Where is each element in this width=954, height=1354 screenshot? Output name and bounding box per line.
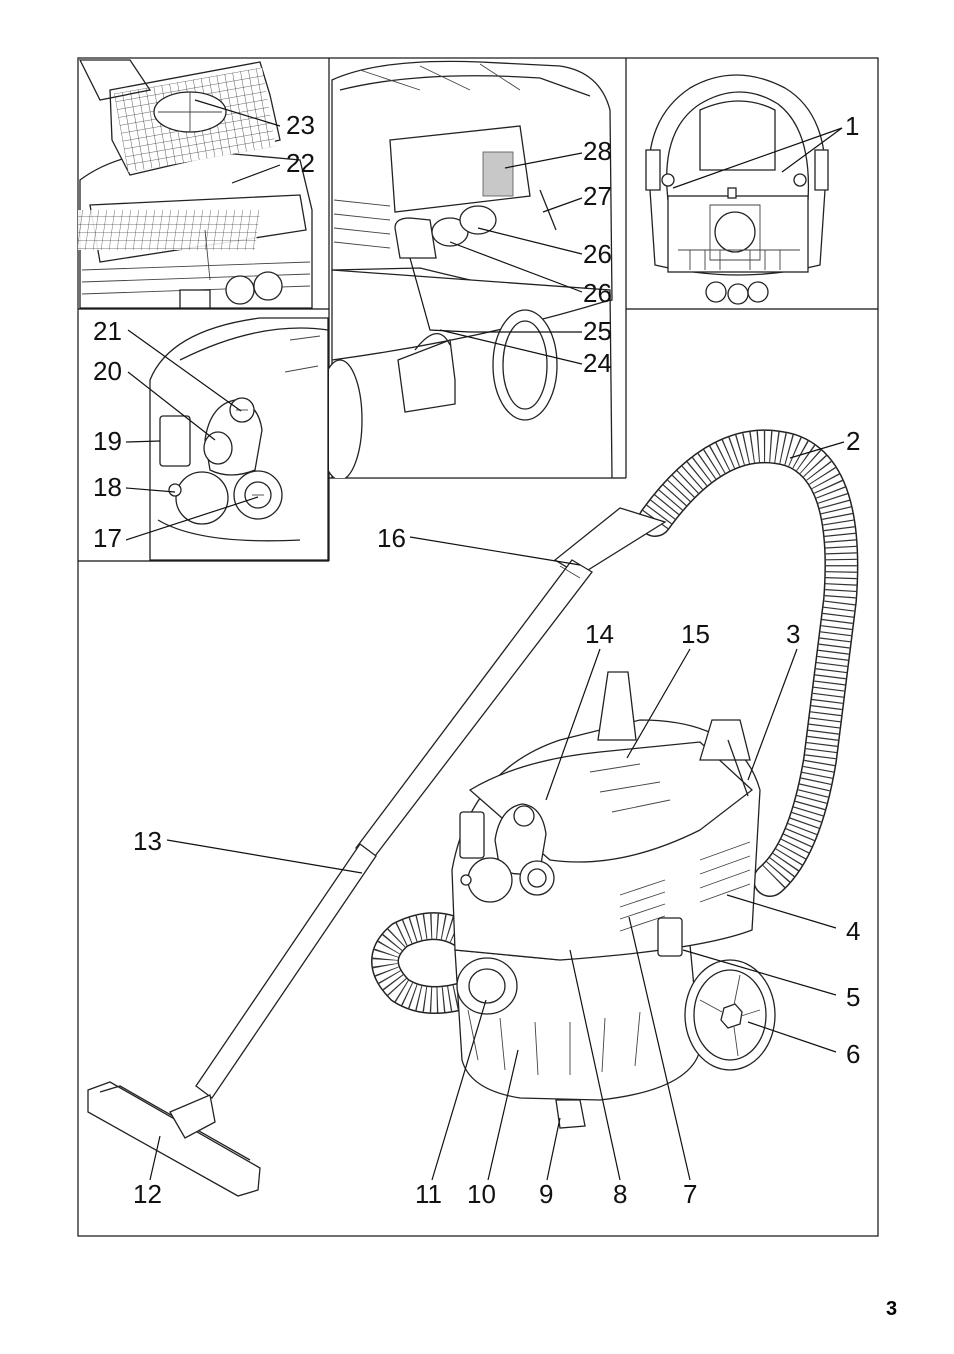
callout-28: 28 [583, 136, 612, 166]
callout-7: 7 [683, 1179, 697, 1209]
callout-5: 5 [846, 982, 860, 1012]
page-number: 3 [886, 1298, 898, 1320]
suction-tubes [195, 507, 667, 1099]
callout-16: 16 [377, 523, 406, 553]
callout-24: 24 [583, 348, 612, 378]
suction-hose [371, 429, 859, 1014]
callout-13: 13 [133, 826, 162, 856]
callout-8: 8 [613, 1179, 627, 1209]
callout-3: 3 [786, 619, 800, 649]
callout-18: 18 [93, 472, 122, 502]
callout-10: 10 [467, 1179, 496, 1209]
callout-11: 11 [415, 1179, 442, 1209]
callout-26a: 26 [583, 278, 612, 308]
callout-17: 17 [93, 523, 122, 553]
callout-27: 27 [583, 181, 612, 211]
callout-6: 6 [846, 1039, 860, 1069]
callout-4: 4 [846, 916, 860, 946]
callout-22: 22 [286, 148, 315, 178]
callout-2: 2 [846, 426, 860, 456]
inset-bottom-view [645, 74, 829, 305]
callout-1: 1 [845, 111, 859, 141]
inset-rear-view [329, 60, 613, 478]
inset-control-panel [149, 317, 329, 561]
callout-12: 12 [133, 1179, 162, 1209]
vacuum-body [451, 671, 776, 1129]
inset-filter [78, 59, 313, 309]
callout-labels: 1 2 3 4 5 6 7 8 9 10 11 12 13 14 15 16 1… [93, 110, 860, 1209]
callout-21: 21 [93, 316, 122, 346]
callout-20: 20 [93, 356, 122, 386]
callout-15: 15 [681, 619, 710, 649]
figure-frame [77, 57, 879, 1237]
callout-14: 14 [585, 619, 614, 649]
callout-25: 25 [583, 316, 612, 346]
callout-19: 19 [93, 426, 122, 456]
callout-9: 9 [539, 1179, 553, 1209]
leader-lines [125, 99, 845, 1181]
callout-23: 23 [286, 110, 315, 140]
floor-nozzle [87, 1081, 261, 1197]
callout-26b: 26 [583, 239, 612, 269]
